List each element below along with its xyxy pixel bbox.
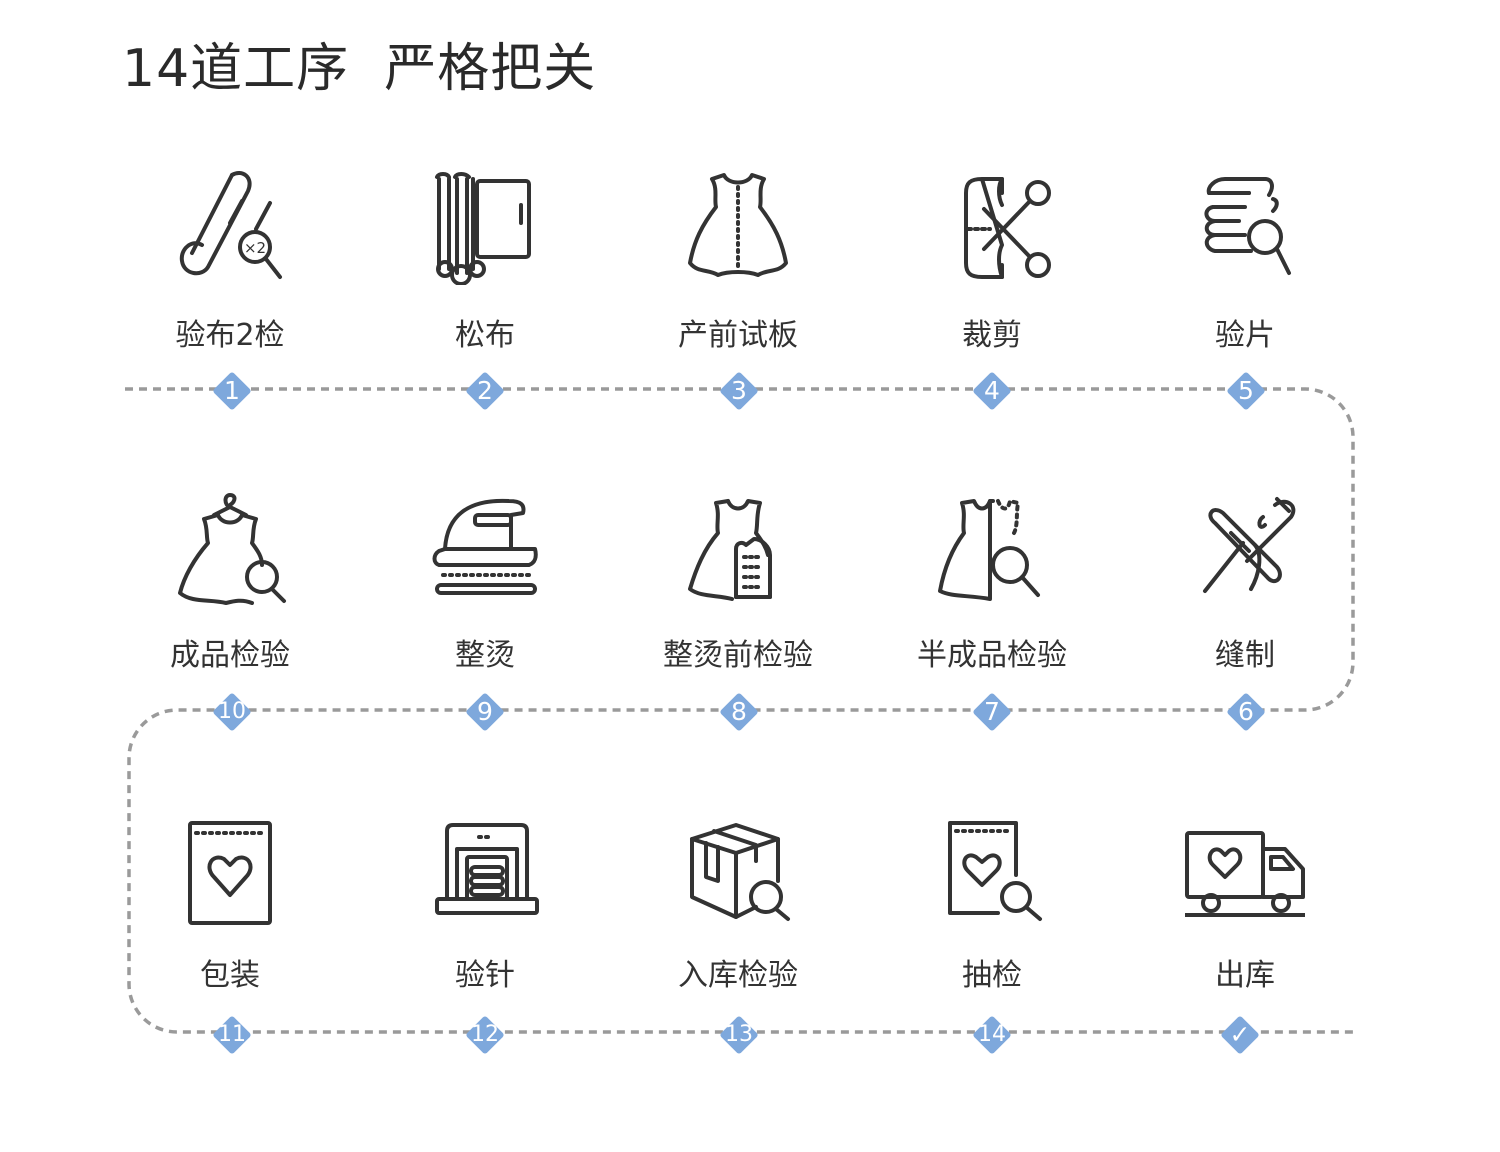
iron-icon xyxy=(425,485,545,605)
step-label: 出库 xyxy=(1215,958,1275,993)
dress-hanger-inspect-icon xyxy=(170,485,290,605)
step-badge-14: 14 xyxy=(972,1015,1012,1055)
step-label: 抽检 xyxy=(962,958,1022,993)
check-icon: ✓ xyxy=(1229,1020,1251,1049)
step-label: 产前试板 xyxy=(678,318,798,353)
step-label: 缝制 xyxy=(1215,638,1275,673)
dress-iron-inspect-icon xyxy=(678,485,798,605)
step-label: 包装 xyxy=(200,958,260,993)
step-label: 整烫 xyxy=(455,638,515,673)
step-badge-6: 6 xyxy=(1226,692,1266,732)
step-label: 松布 xyxy=(455,318,515,353)
step-badge-11: 11 xyxy=(212,1015,252,1055)
step-label: 验布2检 xyxy=(175,318,285,353)
step-label: 成品检验 xyxy=(170,638,290,673)
pieces-inspect-icon xyxy=(1185,165,1305,285)
step-badge-10: 10 xyxy=(212,692,252,732)
half-dress-inspect-icon xyxy=(932,485,1052,605)
step-badge-5: 5 xyxy=(1226,371,1266,411)
step-label: 半成品检验 xyxy=(917,638,1067,673)
step-badge-4: 4 xyxy=(972,371,1012,411)
needle-detector-icon xyxy=(425,805,545,925)
delivery-truck-icon xyxy=(1183,805,1307,925)
step-label: 验片 xyxy=(1215,318,1275,353)
step-badge-7: 7 xyxy=(972,692,1012,732)
step-badge-12: 12 xyxy=(465,1015,505,1055)
svg-text:×2: ×2 xyxy=(244,239,266,257)
step-label: 裁剪 xyxy=(962,318,1022,353)
step-badge-done: ✓ xyxy=(1220,1015,1260,1055)
box-inspect-icon xyxy=(678,805,798,925)
step-label: 验针 xyxy=(455,958,515,993)
needle-thread-icon xyxy=(1185,485,1305,605)
step-badge-9: 9 xyxy=(465,692,505,732)
step-label: 入库检验 xyxy=(678,958,798,993)
package-bag-icon xyxy=(170,805,290,925)
step-badge-1: 1 xyxy=(212,371,252,411)
fabric-roll-inspect-icon: ×2 xyxy=(170,165,290,285)
step-badge-2: 2 xyxy=(465,371,505,411)
step-label: 整烫前检验 xyxy=(663,638,813,673)
page-title: 14道工序 严格把关 xyxy=(122,39,597,99)
dress-sample-icon xyxy=(678,165,798,285)
step-badge-8: 8 xyxy=(719,692,759,732)
bag-inspect-icon xyxy=(932,805,1052,925)
scissors-cut-icon xyxy=(932,165,1052,285)
fabric-relax-icon xyxy=(425,165,545,286)
step-badge-3: 3 xyxy=(719,371,759,411)
step-badge-13: 13 xyxy=(719,1015,759,1055)
